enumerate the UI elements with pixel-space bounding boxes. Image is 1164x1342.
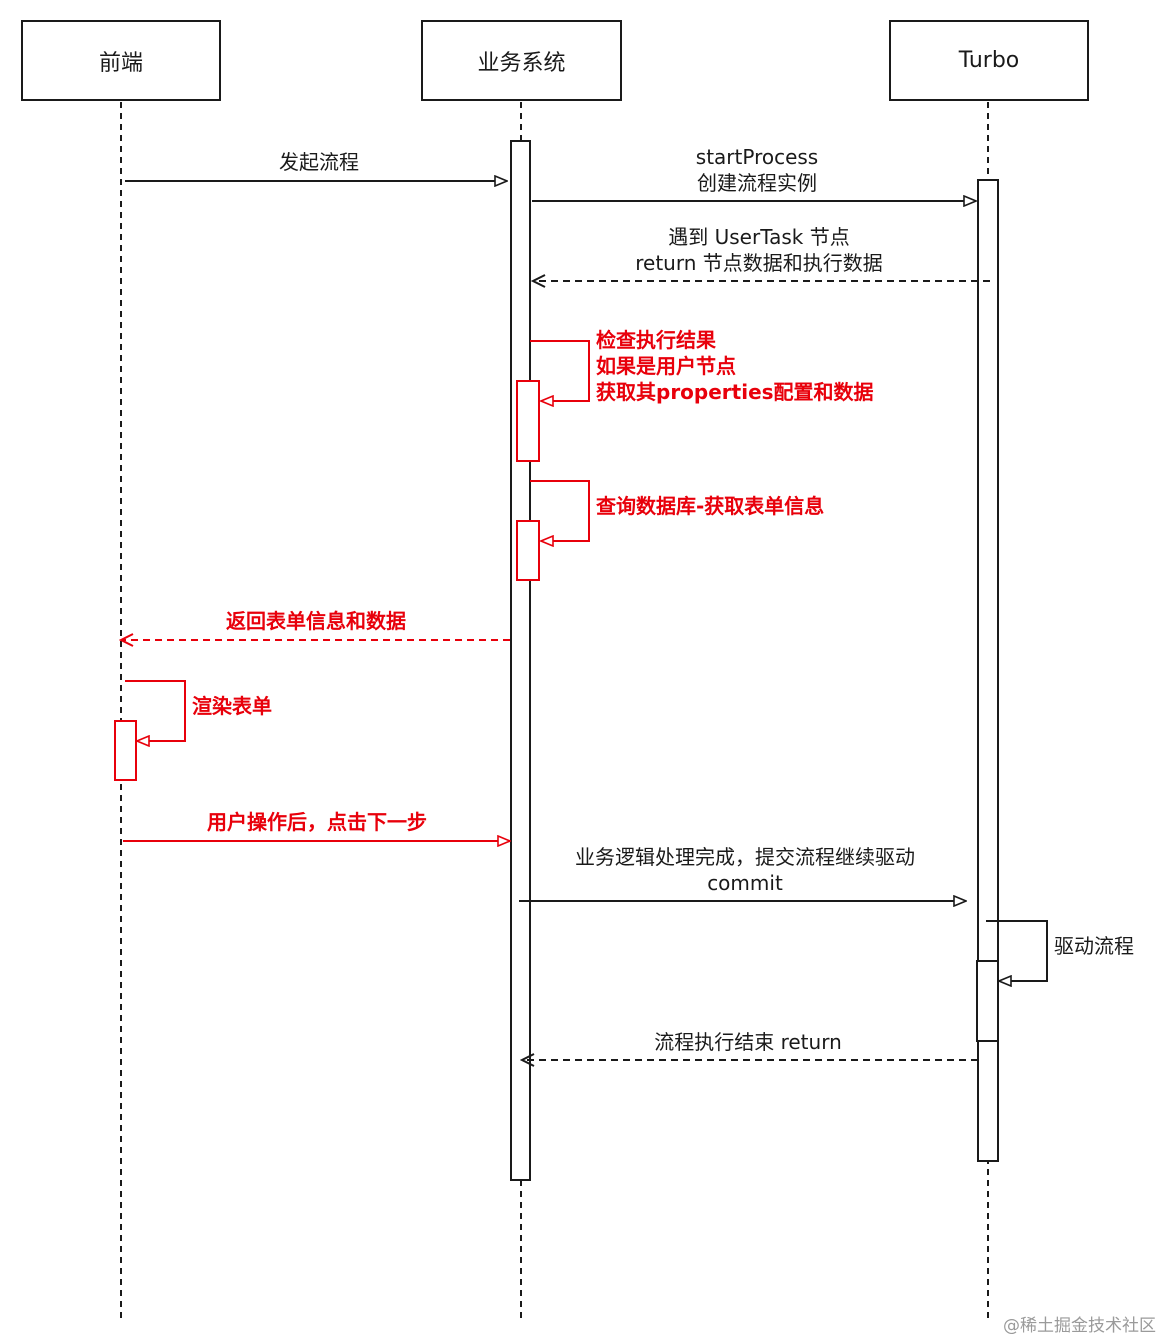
label-return-usertask: 遇到 UserTask 节点 return 节点数据和执行数据 xyxy=(635,224,883,276)
label-start-process-line1: startProcess xyxy=(695,145,819,169)
activation-frontend-render xyxy=(114,720,137,781)
label-query-db: 查询数据库-获取表单信息 xyxy=(596,494,825,518)
participant-business-label: 业务系统 xyxy=(477,50,566,76)
activation-business xyxy=(510,140,531,1181)
self-arrow-drive-flow xyxy=(986,920,1048,981)
label-check-result-line3: 获取其properties配置和数据 xyxy=(596,380,874,404)
label-return-usertask-line1: 遇到 UserTask 节点 xyxy=(668,225,850,249)
participant-frontend: 前端 xyxy=(21,20,221,101)
label-return-form: 返回表单信息和数据 xyxy=(226,609,406,633)
label-render-form: 渲染表单 xyxy=(192,694,272,718)
activation-business-check xyxy=(516,380,540,462)
label-check-result-line1: 检查执行结果 xyxy=(596,328,716,352)
participant-business: 业务系统 xyxy=(421,20,622,101)
label-return-usertask-line2: return 节点数据和执行数据 xyxy=(635,251,883,275)
label-next-step: 用户操作后，点击下一步 xyxy=(207,810,427,834)
label-commit-line1: 业务逻辑处理完成，提交流程继续驱动 xyxy=(575,845,915,869)
label-check-result-line2: 如果是用户节点 xyxy=(596,354,736,378)
label-check-result: 检查执行结果 如果是用户节点 获取其properties配置和数据 xyxy=(596,327,874,405)
label-drive-flow: 驱动流程 xyxy=(1054,934,1134,958)
participant-frontend-label: 前端 xyxy=(98,50,143,76)
label-commit-line2: commit xyxy=(707,871,783,895)
activation-turbo xyxy=(977,179,999,1162)
label-start-flow: 发起流程 xyxy=(279,150,359,174)
self-arrow-render-form xyxy=(125,680,186,741)
activation-business-query xyxy=(516,520,540,581)
label-start-process: startProcess 创建流程实例 xyxy=(696,144,818,196)
label-start-process-line2: 创建流程实例 xyxy=(696,171,817,195)
self-arrow-query-db xyxy=(530,480,590,541)
label-flow-end-return: 流程执行结束 return xyxy=(654,1030,842,1054)
label-commit: 业务逻辑处理完成，提交流程继续驱动 commit xyxy=(575,844,915,896)
self-arrow-check-result xyxy=(530,340,590,401)
participant-turbo-label: Turbo xyxy=(958,48,1020,73)
activation-turbo-drive xyxy=(976,960,999,1042)
participant-turbo: Turbo xyxy=(889,20,1089,101)
watermark: @稀土掘金技术社区 xyxy=(1003,1316,1156,1336)
